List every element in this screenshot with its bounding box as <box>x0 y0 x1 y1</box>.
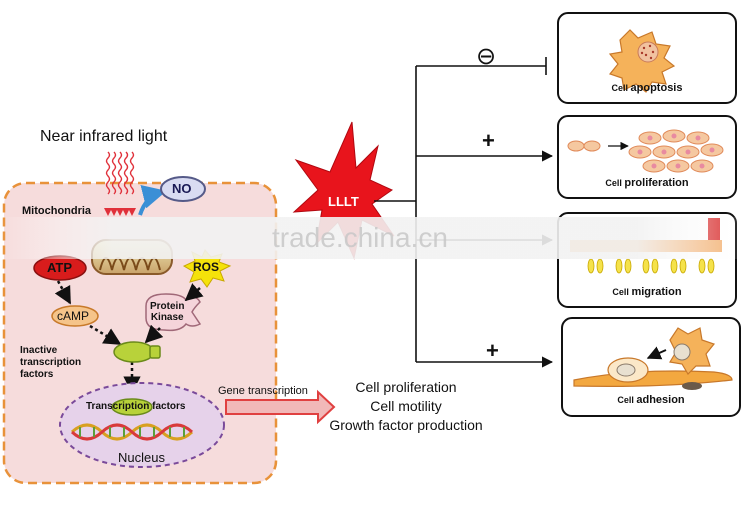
proliferating-cells-image <box>567 129 724 173</box>
nucleus-label: Nucleus <box>118 450 165 465</box>
panel-label-bold: proliferation <box>624 177 689 189</box>
inactive-tf-shape <box>113 341 161 363</box>
protein-kinase-label: Protein Kinase <box>150 301 185 323</box>
dna-rungs <box>79 427 185 437</box>
panel-label-prefix: Cell <box>617 395 637 405</box>
no-label: NO <box>172 181 192 196</box>
panel-label-bold: adhesion <box>636 394 685 406</box>
light-arrowheads <box>104 208 136 216</box>
mitochondria-label: Mitochondria <box>22 205 92 217</box>
no-oval <box>160 176 206 202</box>
panel-label-prefix: Cell <box>612 287 632 297</box>
watermark-text: trade.china.cn <box>272 222 448 253</box>
gene-transcription-arrow <box>225 389 336 425</box>
panel-label-bold: migration <box>631 286 682 298</box>
minus-symbol: ⊖ <box>476 43 497 70</box>
outcome-item: Cell proliferation <box>355 379 457 395</box>
lllt-label: LLLT <box>328 194 359 209</box>
panel-label-prefix: Cell <box>611 83 631 93</box>
panel-label-bold: apoptosis <box>630 82 683 94</box>
ros-label: ROS <box>193 260 220 274</box>
watermark-band <box>0 217 750 259</box>
camp-label: cAMP <box>57 309 90 323</box>
apoptotic-cell-image <box>608 29 676 93</box>
dna-helix <box>70 423 194 441</box>
panel-label-migration: Cell migration <box>558 286 736 298</box>
gene-transcription-label: Gene transcription <box>218 385 308 397</box>
no-arrow <box>138 185 167 216</box>
protein-kinase-shape <box>145 293 202 332</box>
atp-label: ATP <box>47 260 73 275</box>
inactive-tf-label: Inactive transcription factors <box>20 345 82 380</box>
panel-label-adhesion: Cell adhesion <box>562 394 740 406</box>
light-label: Near infrared light <box>40 128 168 145</box>
adhering-cells-image <box>573 327 733 390</box>
outcomes-list: Cell proliferation Cell motility Growth … <box>316 378 496 435</box>
camp-oval <box>51 305 99 327</box>
outcome-item: Cell motility <box>370 398 442 414</box>
tf-label: Transcription factors <box>86 401 186 412</box>
plus-symbol: + <box>482 128 495 153</box>
panel-label-apoptosis: Cell apoptosis <box>558 82 736 94</box>
plus-symbol: + <box>486 338 499 363</box>
panel-label-prefix: Cell <box>605 178 625 188</box>
panel-label-proliferation: Cell proliferation <box>558 177 736 189</box>
branch-lines <box>374 57 554 368</box>
outcome-item: Growth factor production <box>329 417 483 433</box>
infrared-light-waves <box>105 151 135 195</box>
active-tf-shape <box>111 398 153 416</box>
